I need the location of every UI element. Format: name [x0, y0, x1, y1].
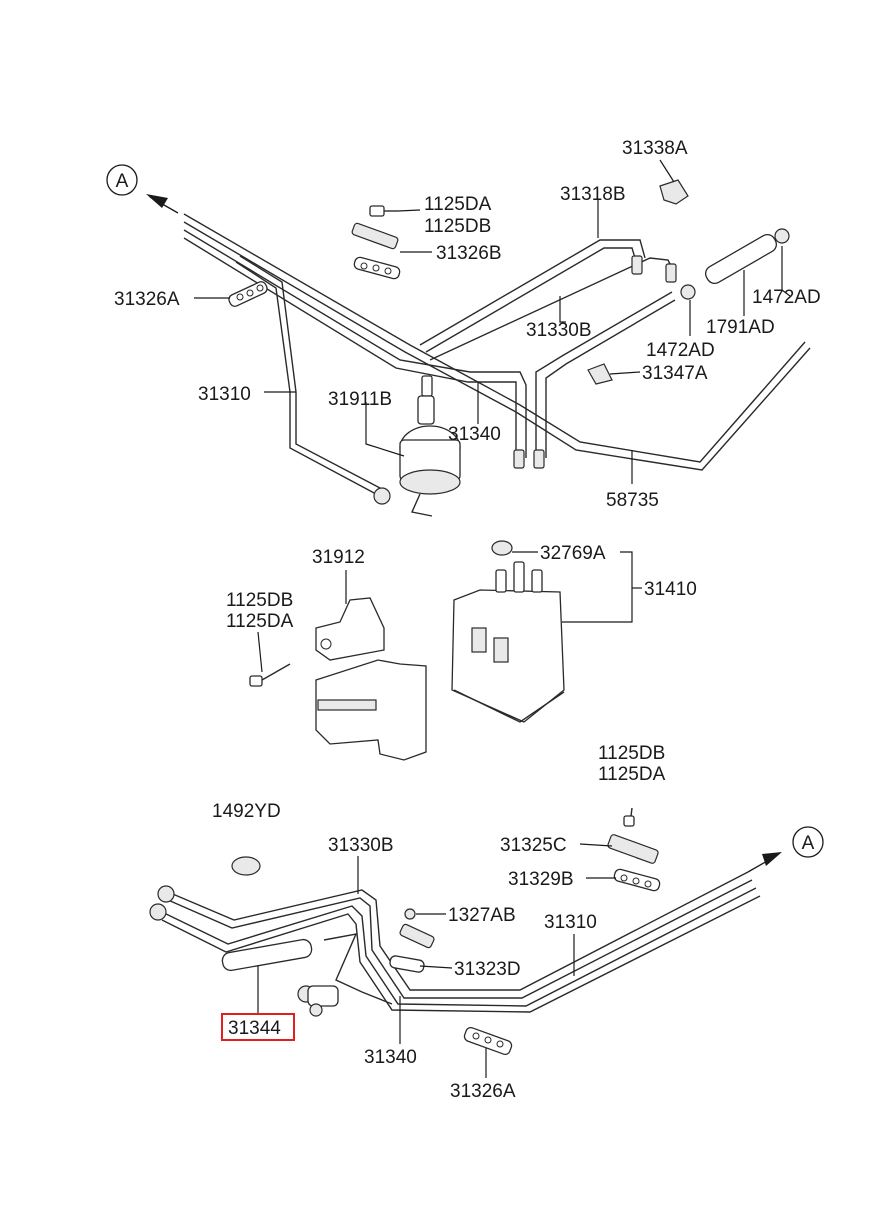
label-31340-top[interactable]: 31340 [448, 424, 501, 445]
label-31325c[interactable]: 31325C [500, 835, 567, 856]
label-31326b[interactable]: 31326B [436, 243, 502, 264]
fuel-filter [373, 375, 461, 517]
clip-31326b-a [351, 222, 399, 250]
label-31326a-top[interactable]: 31326A [114, 289, 180, 310]
label-1125da-mid[interactable]: 1125DA [226, 611, 294, 632]
part-labels: 31338A 31318B 1125DA 1125DB 31326B 31326… [114, 138, 821, 1102]
reference-letter-bottom: A [802, 833, 815, 854]
clip-31326a-top [228, 281, 268, 307]
clip-31323d [389, 923, 435, 973]
label-1472ad-b[interactable]: 1472AD [646, 340, 715, 361]
filter-bracket [315, 597, 427, 761]
label-31410[interactable]: 31410 [644, 579, 697, 600]
label-1125db-low[interactable]: 1125DB [598, 743, 665, 764]
bolt-top [369, 205, 398, 217]
reference-letter-top: A [116, 171, 129, 192]
label-31323d[interactable]: 31323D [454, 959, 521, 980]
clamp-1472ad-a [774, 228, 790, 244]
clip-31329b [613, 868, 661, 892]
reference-marker-bottom: A [747, 826, 824, 873]
fuel-line-bundle-bottom [149, 871, 761, 1013]
clip-31338a [659, 179, 689, 205]
label-31912[interactable]: 31912 [312, 547, 365, 568]
label-1327ab[interactable]: 1327AB [448, 905, 516, 926]
label-1472ad-a[interactable]: 1472AD [752, 287, 821, 308]
leader-lines [194, 159, 791, 1078]
clip-31326b-b [353, 256, 401, 280]
label-31338a[interactable]: 31338A [622, 138, 688, 159]
label-1125da-top[interactable]: 1125DA [424, 194, 492, 215]
label-1125da-low[interactable]: 1125DA [598, 764, 666, 785]
label-31340-low[interactable]: 31340 [364, 1047, 417, 1068]
bolt-bottom [623, 807, 635, 827]
fuel-line-bundle-top [183, 213, 811, 495]
label-1492yd[interactable]: 1492YD [212, 801, 281, 822]
label-31310-top[interactable]: 31310 [198, 384, 251, 405]
label-31347a[interactable]: 31347A [642, 363, 708, 384]
label-1791ad[interactable]: 1791AD [706, 317, 775, 338]
label-1125db-top[interactable]: 1125DB [424, 216, 491, 237]
clip-31326a-bottom [463, 1026, 513, 1056]
label-31344[interactable]: 31344 [228, 1018, 281, 1039]
label-32769a[interactable]: 32769A [540, 543, 606, 564]
clip-31325c [607, 834, 659, 864]
reference-marker-top: A [106, 164, 179, 214]
nut-1327ab [404, 908, 416, 920]
label-31310-low[interactable]: 31310 [544, 912, 597, 933]
bolt-mid [249, 663, 291, 687]
label-31330b-top[interactable]: 31330B [526, 320, 592, 341]
label-31330b-low[interactable]: 31330B [328, 835, 394, 856]
bracket-31347a [587, 363, 613, 385]
highlight-box [221, 1013, 295, 1041]
label-58735[interactable]: 58735 [606, 490, 659, 511]
label-31326a-low[interactable]: 31326A [450, 1081, 516, 1102]
clamp-1472ad-b [680, 284, 696, 300]
label-31329b[interactable]: 31329B [508, 869, 574, 890]
hose-31344 [221, 938, 313, 972]
connector-bottom [297, 985, 339, 1017]
charcoal-canister [451, 540, 565, 723]
label-1125db-mid[interactable]: 1125DB [226, 590, 293, 611]
label-31318b[interactable]: 31318B [560, 184, 626, 205]
grommet-1492yd [231, 856, 261, 876]
hose-1791ad [705, 233, 777, 285]
label-31911b[interactable]: 31911B [328, 389, 392, 410]
